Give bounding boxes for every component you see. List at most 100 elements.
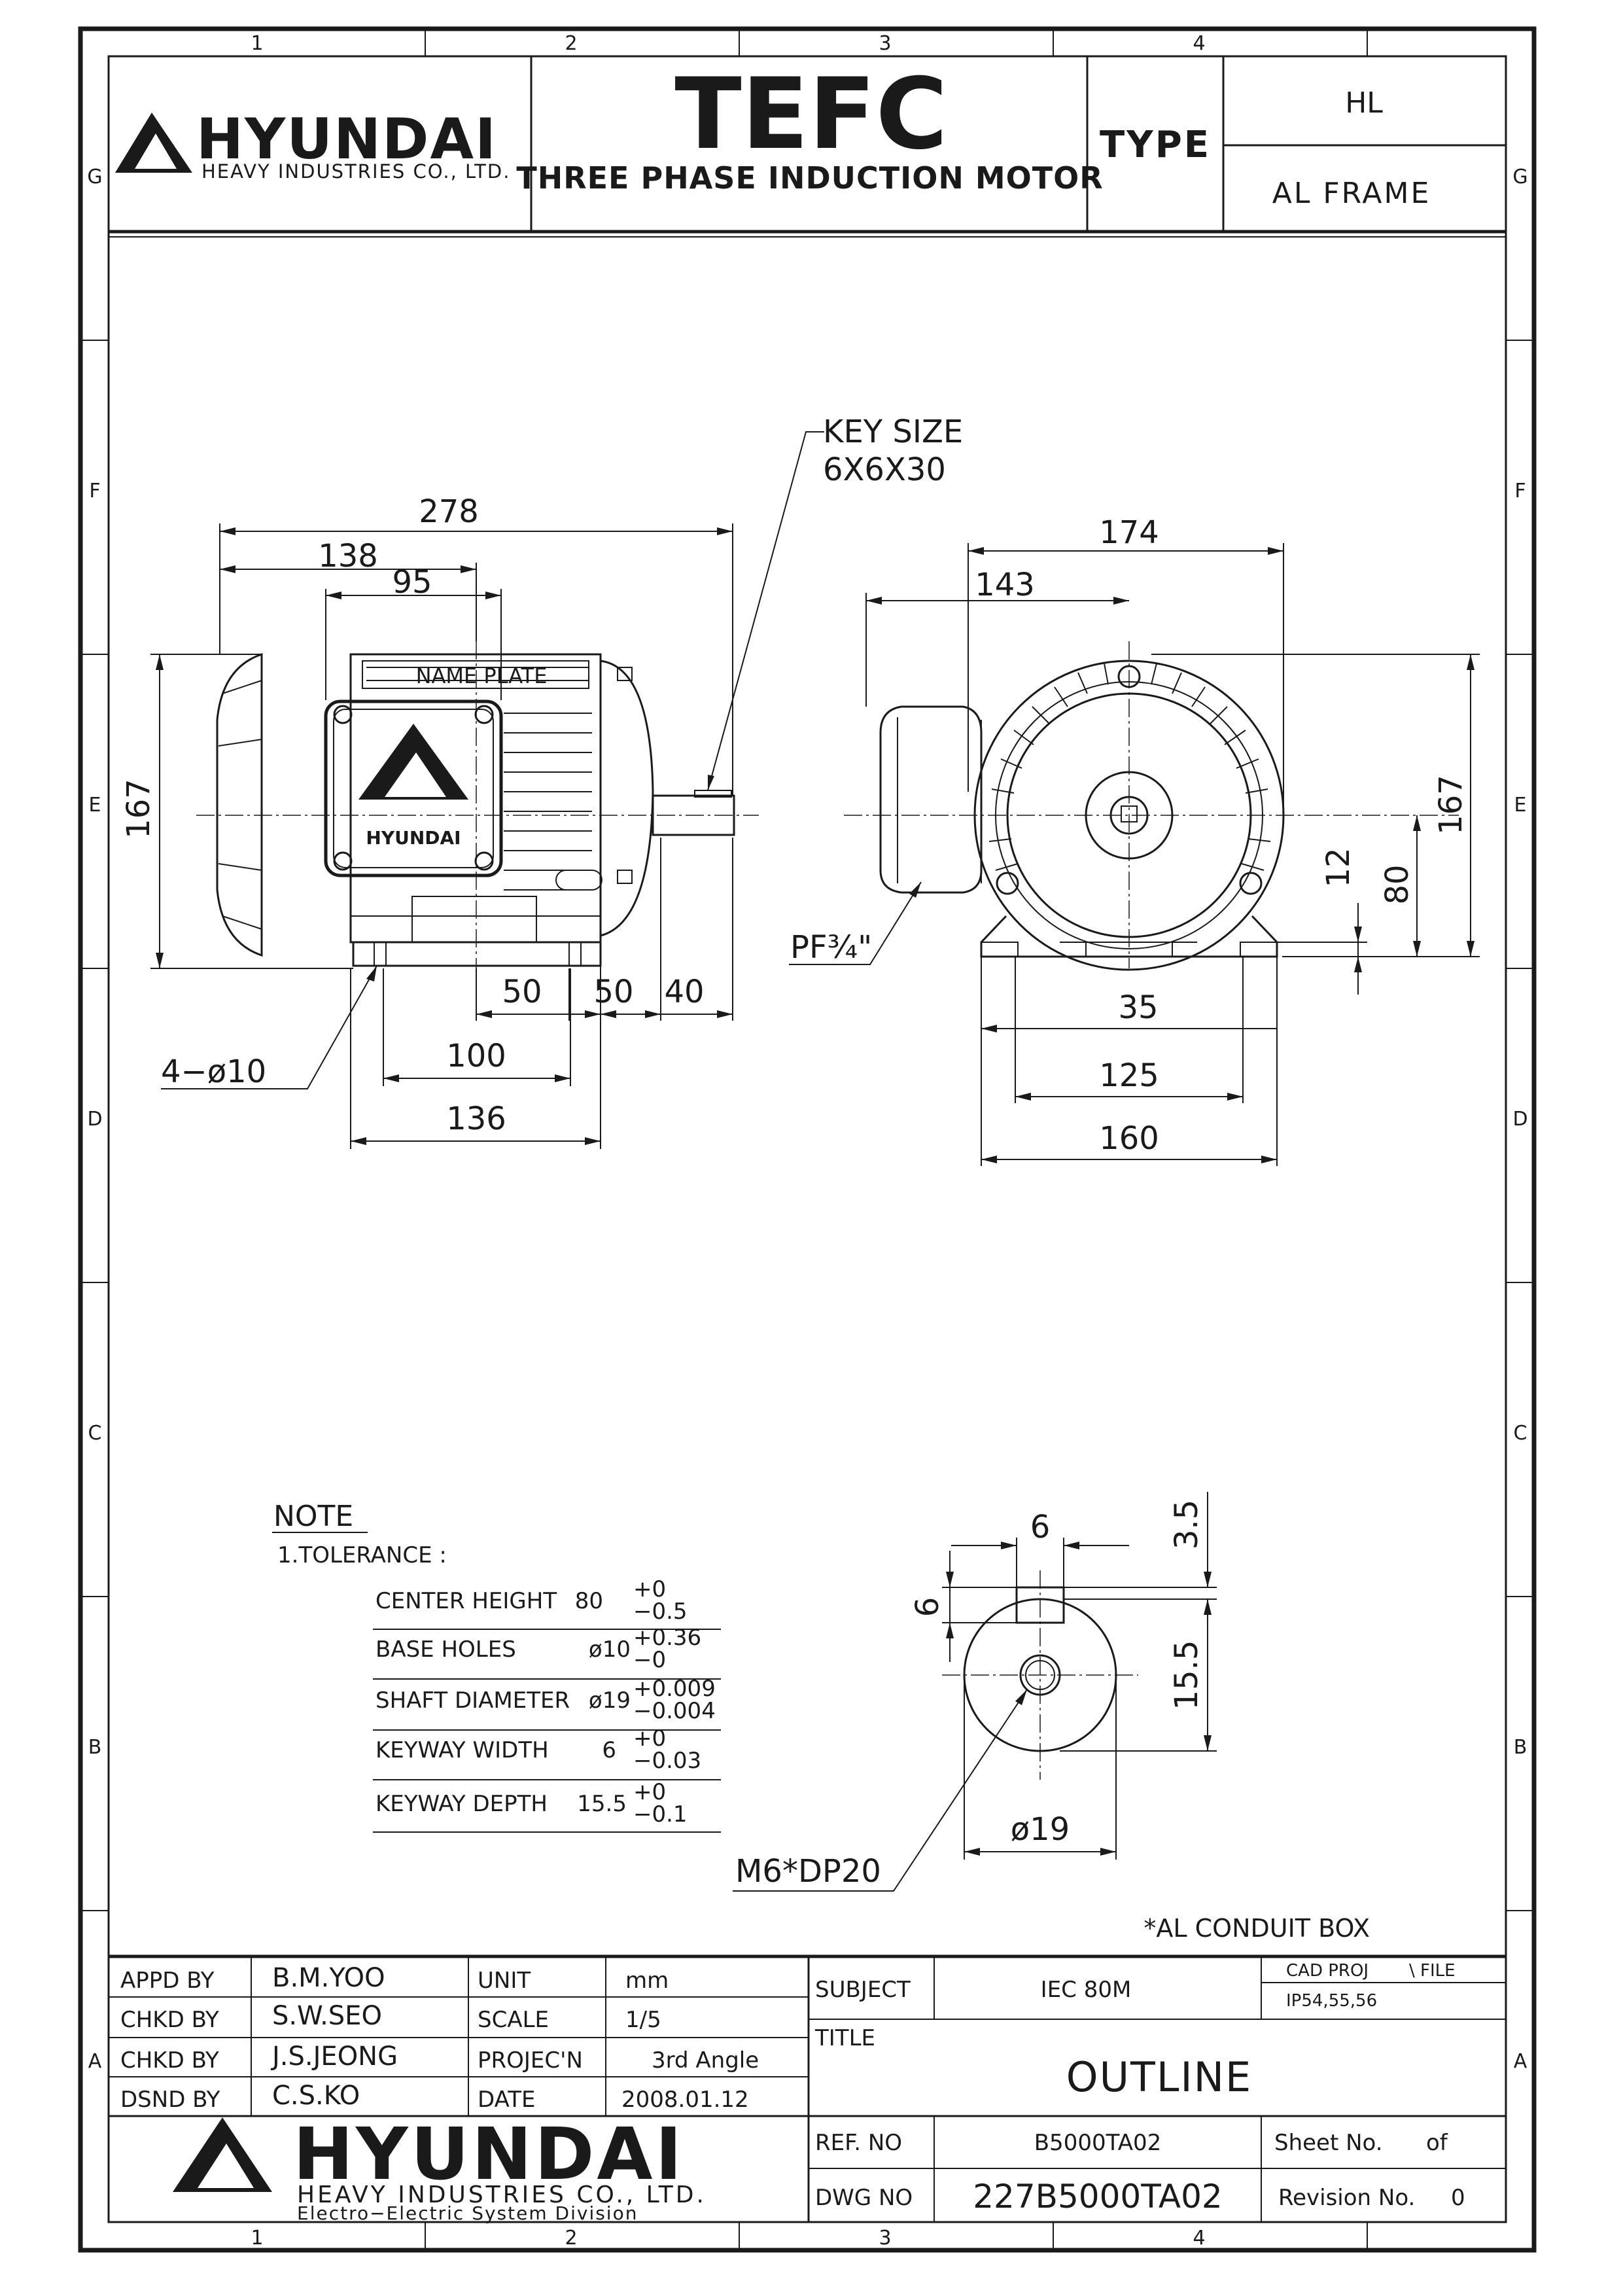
scale-label: SCALE	[478, 2007, 549, 2033]
dim-167-front: 167	[1433, 775, 1469, 835]
zone-row-d-right: D	[1512, 1108, 1527, 1131]
dim-50-b: 50	[593, 974, 633, 1010]
zone-row-f-right: F	[1514, 480, 1526, 503]
tol-upper-2: +0.009	[633, 1676, 716, 1702]
ref-label: REF. NO	[815, 2130, 902, 2156]
tol-lower-3: −0.03	[633, 1748, 701, 1774]
front-fins	[988, 663, 1271, 871]
dim-136: 136	[446, 1101, 506, 1137]
projection-value: 3rd Angle	[652, 2047, 759, 2074]
zone-col-3-bottom: 3	[879, 2227, 891, 2250]
header-type-value: HL	[1345, 86, 1383, 120]
tol-value-4: 15.5	[577, 1791, 627, 1817]
shaft-key	[694, 790, 732, 798]
motor-badge: HYUNDAI	[366, 827, 461, 849]
cad-proj-label: CAD PROJ	[1286, 1961, 1369, 1981]
shaft-detail: 6 6 3.5 15.5 ø19 M6*DP20	[733, 1492, 1217, 1892]
shaft-key-height: 6	[909, 1597, 946, 1617]
dim-50-a: 50	[502, 974, 542, 1010]
zone-row-b-left: B	[88, 1736, 102, 1759]
chkd1-value: S.W.SEO	[272, 2001, 382, 2031]
appd-value: B.M.YOO	[272, 1963, 385, 1993]
shaft-key-width: 6	[1030, 1509, 1051, 1545]
name-plate	[362, 660, 589, 689]
base-holes-callout: 4−ø10	[161, 1053, 266, 1090]
dim-143: 143	[975, 567, 1035, 603]
tol-lower-0: −0.5	[633, 1598, 688, 1625]
shaft-dim-3-5: 3.5	[1168, 1500, 1205, 1549]
approvals: APPD BY B.M.YOO CHKD BY S.W.SEO CHKD BY …	[120, 1963, 759, 2113]
zone-col-1-bottom: 1	[251, 2227, 263, 2250]
subject-area: SUBJECT IEC 80M CAD PROJ \ FILE IP54,55,…	[814, 1961, 1465, 2216]
zone-row-c-right: C	[1514, 1422, 1527, 1445]
shaft-dim-15-5: 15.5	[1168, 1640, 1205, 1710]
tol-upper-1: +0.36	[633, 1625, 701, 1651]
terminal-box	[324, 699, 503, 877]
date-value: 2008.01.12	[621, 2087, 749, 2113]
tol-value-3: 6	[602, 1737, 616, 1763]
dwg-label: DWG NO	[815, 2185, 913, 2211]
fan-cover	[216, 652, 263, 957]
tol-value-2: ø19	[589, 1687, 631, 1714]
tol-lower-1: −0	[633, 1647, 666, 1673]
tol-value-0: 80	[575, 1588, 603, 1614]
dim-40: 40	[664, 974, 704, 1010]
motor-feet	[352, 941, 602, 967]
title-block-logo: HYUNDAI HEAVY INDUSTRIES CO., LTD. Elect…	[173, 2112, 704, 2224]
zone-col-2-bottom: 2	[565, 2227, 577, 2250]
ref-value: B5000TA02	[1034, 2130, 1162, 2156]
note-tolerance-line: 1.TOLERANCE :	[277, 1542, 447, 1568]
shaft-diameter: ø19	[1011, 1811, 1070, 1848]
zone-row-a-right: A	[1514, 2050, 1527, 2073]
tol-lower-4: −0.1	[633, 1801, 688, 1828]
dim-138: 138	[318, 538, 378, 574]
dsnd-value: C.S.KO	[272, 2081, 360, 2111]
front-dimensions: 174 143 167 80 12 35 125	[789, 514, 1480, 1166]
dim-160: 160	[1099, 1120, 1159, 1157]
zone-labels: 1 2 3 4 1 2 3 4 G F E D C B A G F E D C …	[87, 32, 1527, 2250]
zone-row-g-left: G	[87, 166, 102, 188]
header-type-label: TYPE	[1100, 124, 1211, 166]
tol-label-4: KEYWAY DEPTH	[375, 1791, 548, 1817]
file-label: \ FILE	[1409, 1961, 1456, 1981]
file-value: IP54,55,56	[1286, 1991, 1377, 2011]
zone-row-c-left: C	[88, 1422, 102, 1445]
tol-upper-3: +0	[633, 1725, 666, 1752]
zone-row-g-right: G	[1512, 166, 1527, 188]
header-frame-value: AL FRAME	[1272, 177, 1431, 210]
tol-upper-0: +0	[633, 1576, 666, 1602]
dim-100: 100	[446, 1038, 506, 1074]
zone-row-d-left: D	[87, 1108, 102, 1131]
dim-125: 125	[1099, 1057, 1159, 1094]
zone-col-4-bottom: 4	[1193, 2227, 1205, 2250]
unit-label: UNIT	[478, 1968, 531, 1994]
sheet-label: Sheet No.	[1274, 2130, 1383, 2156]
tol-label-1: BASE HOLES	[375, 1636, 516, 1663]
drawing-title: OUTLINE	[1066, 2053, 1252, 2101]
revision-label: Revision No.	[1278, 2185, 1415, 2211]
zone-row-b-right: B	[1514, 1736, 1527, 1759]
title-label: TITLE	[814, 2025, 875, 2051]
name-plate-label: NAME PLATE	[416, 663, 548, 688]
header-subtitle: THREE PHASE INDUCTION MOTOR	[516, 160, 1103, 196]
subject-label: SUBJECT	[815, 1977, 911, 2003]
projection-label: PROJEC'N	[478, 2047, 583, 2074]
dim-278: 278	[419, 493, 479, 530]
conduit-note: *AL CONDUIT BOX	[1143, 1914, 1370, 1943]
tol-label-3: KEYWAY WIDTH	[375, 1737, 549, 1763]
zone-row-e-left: E	[89, 794, 101, 817]
dim-35: 35	[1118, 989, 1158, 1026]
dim-167-side: 167	[120, 779, 157, 839]
front-feet	[980, 915, 1278, 958]
zone-row-a-left: A	[88, 2050, 102, 2073]
dsnd-label: DSND BY	[120, 2087, 220, 2113]
key-size-label: KEY SIZE	[823, 414, 963, 450]
chkd1-label: CHKD BY	[120, 2007, 219, 2033]
chkd2-value: J.S.JEONG	[270, 2041, 398, 2072]
dwg-value: 227B5000TA02	[973, 2178, 1222, 2216]
header-logo: HYUNDAI HEAVY INDUSTRIES CO., LTD.	[115, 107, 509, 183]
tol-lower-2: −0.004	[633, 1698, 716, 1724]
header-title: TEFC	[674, 58, 947, 171]
footer-brand: HYUNDAI	[293, 2112, 684, 2196]
tol-upper-4: +0	[633, 1779, 666, 1805]
